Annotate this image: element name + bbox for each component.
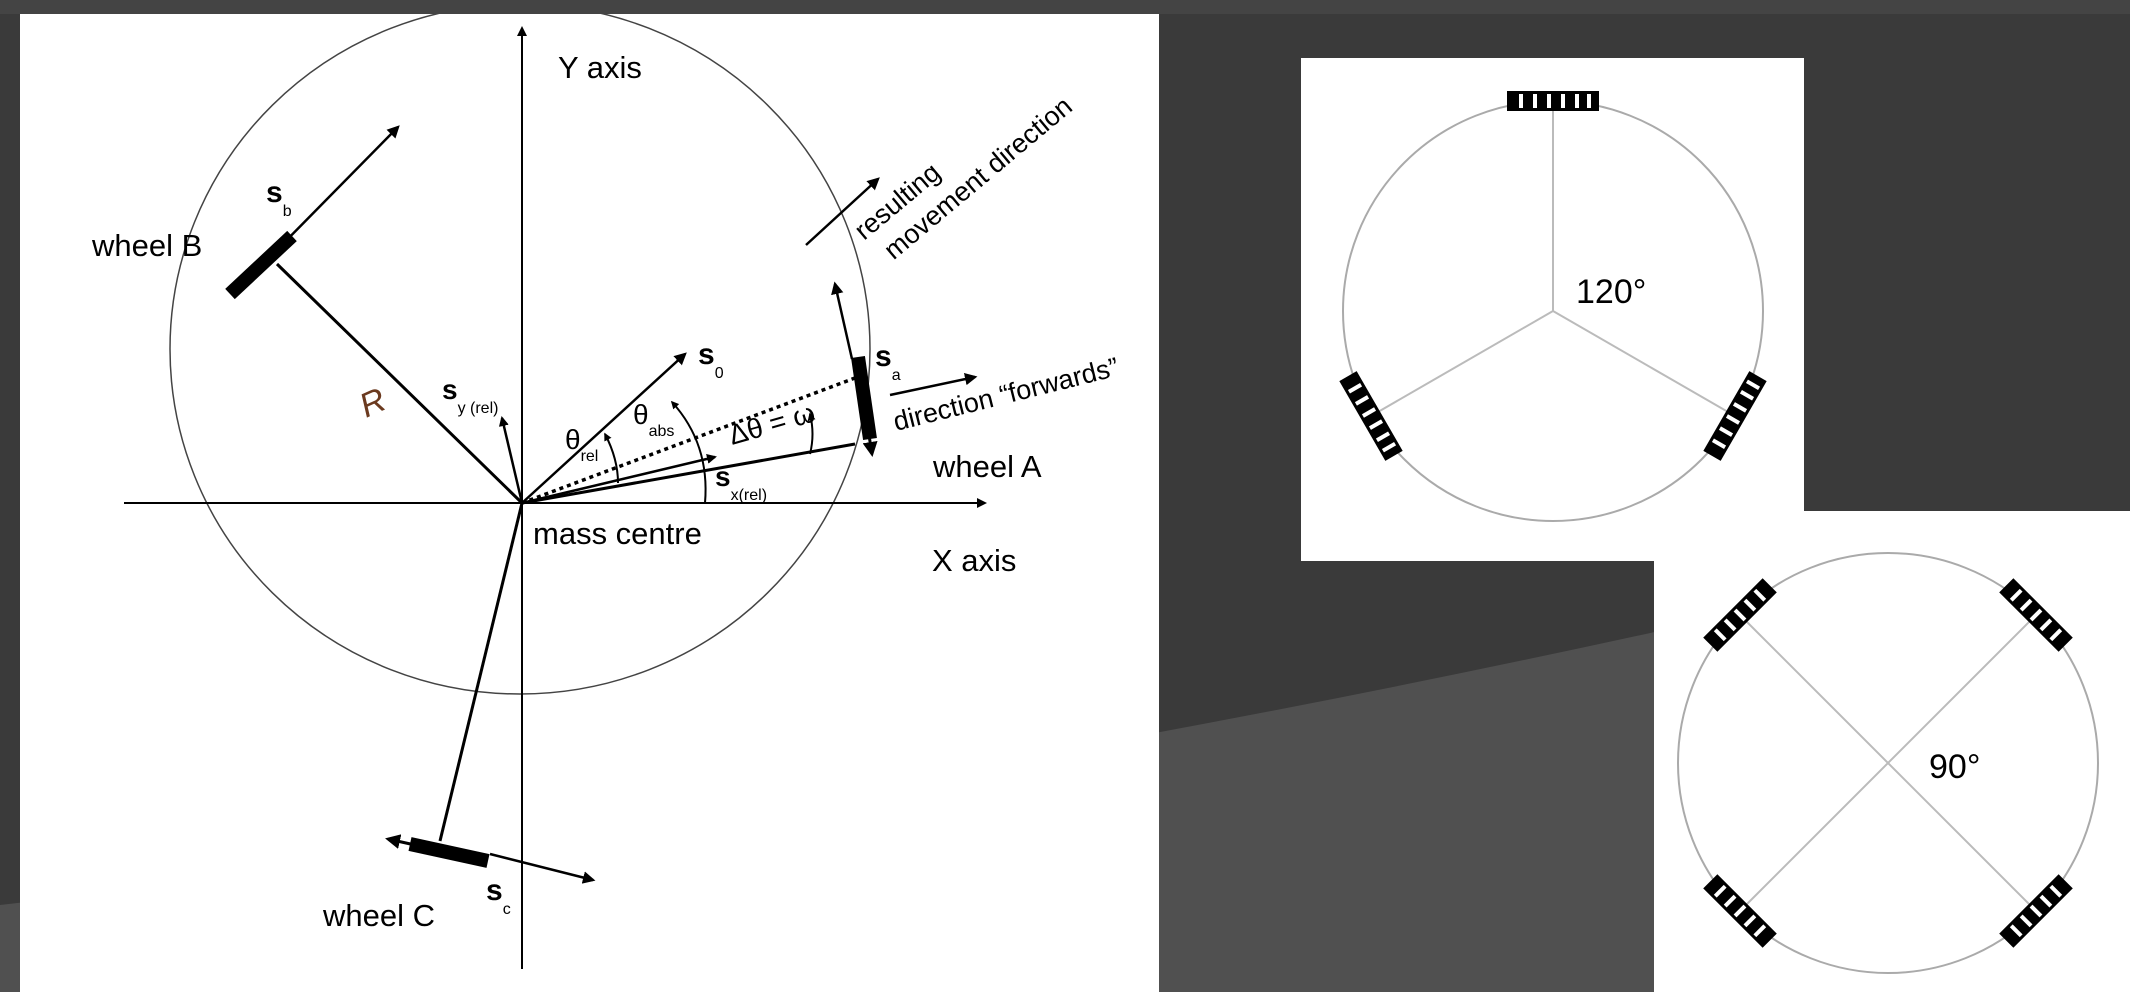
omni-wheel-bottom-right	[1999, 874, 2073, 948]
angle-90-label: 90°	[1929, 748, 1980, 786]
four-wheel-layout-diagram: 90°	[1654, 511, 2130, 992]
diagonal-spoke-2	[1739, 614, 2037, 912]
delta-theta-arc	[807, 412, 816, 455]
four-wheel-svg: 90°	[1677, 552, 2099, 974]
vector-sx-rel: sx(rel)	[715, 461, 767, 504]
vector-sy-arrow	[498, 416, 524, 504]
forwards-label: direction “forwards”	[890, 352, 1121, 437]
omni-wheel-top-right	[1999, 578, 2073, 652]
vector-s0: s0	[698, 338, 724, 382]
wheel-b-vector-arrow	[269, 125, 400, 258]
y-axis-label: Y axis	[558, 50, 642, 85]
wheel-c-block	[408, 837, 490, 868]
wheel-c-radius-line	[438, 502, 524, 842]
delta-theta-label: Δθ = ω	[725, 397, 818, 451]
three-wheel-svg: 120°	[1339, 91, 1767, 522]
wheel-a-label: wheel A	[932, 449, 1042, 484]
wheel-a-vector-arrow	[831, 281, 854, 360]
theta-rel-arc	[604, 432, 619, 484]
kinematics-svg: Y axis X axis mass centre sb wheel B R s…	[91, 14, 1122, 969]
wheel-a-radius-line	[521, 442, 856, 505]
four-wheel-body-circle	[1677, 552, 2099, 974]
resulting-direction-label: resultingmovement direction	[849, 65, 1078, 272]
radius-label: R	[354, 381, 392, 426]
radius-line	[275, 262, 524, 505]
wheel-c-label: wheel C	[322, 898, 435, 933]
forwards-arrow	[889, 372, 978, 397]
omni-wheel-bottom-left	[1703, 874, 1777, 948]
mass-centre-label: mass centre	[533, 516, 702, 551]
omni-wheel-right	[1703, 371, 1767, 461]
wheel-a-block	[851, 355, 877, 441]
spoke-left	[1370, 310, 1554, 417]
x-axis-label: X axis	[932, 543, 1016, 578]
vector-s0-arrow	[521, 352, 687, 504]
omni-wheel-left	[1339, 371, 1403, 461]
theta-abs-label: θabs	[633, 399, 674, 440]
wheel-c-left-arrow	[385, 834, 416, 849]
vector-s-b: sb	[266, 176, 292, 220]
wheel-c-vector-arrow	[489, 852, 596, 884]
wheel-a-down-arrow	[862, 428, 878, 457]
vector-s-c: sc	[486, 874, 511, 918]
robot-body-circle	[169, 14, 871, 695]
omni-wheel-top	[1507, 91, 1599, 111]
angle-120-label: 120°	[1576, 273, 1646, 311]
theta-abs-arc	[670, 400, 707, 504]
three-wheel-layout-diagram: 120°	[1301, 58, 1804, 561]
omni-wheel-kinematics-diagram: Y axis X axis mass centre sb wheel B R s…	[20, 14, 1159, 992]
vector-sy-rel: sy (rel)	[442, 374, 498, 417]
theta-rel-label: θrel	[565, 424, 598, 465]
heading-dotted-line	[521, 376, 856, 505]
omni-wheel-top-left	[1703, 578, 1777, 652]
wheel-b-label: wheel B	[91, 228, 202, 263]
resulting-direction-arrow	[805, 177, 880, 246]
vector-s-a: sa	[875, 340, 901, 384]
spoke-right	[1552, 310, 1736, 417]
